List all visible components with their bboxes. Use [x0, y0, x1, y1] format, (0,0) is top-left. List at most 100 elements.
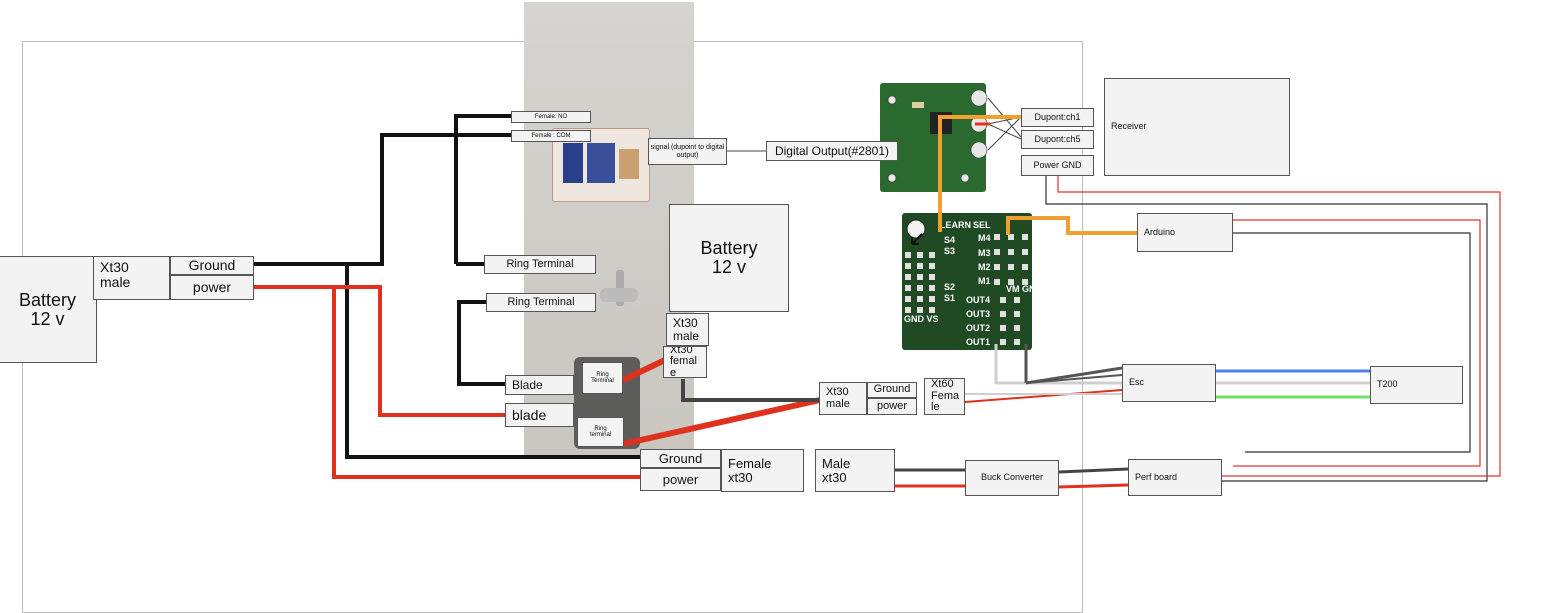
xt60-female: Xt60 Fema le [924, 378, 965, 415]
mux-pin-29 [1022, 279, 1028, 285]
rc-board-pads [887, 89, 988, 183]
mux-label-m4: M4 [978, 233, 991, 243]
receiver-box: Receiver [1104, 78, 1290, 176]
mux-label-out2: OUT2 [966, 323, 990, 333]
ground-bottom: Ground [640, 449, 721, 468]
thin-power-receiver [1057, 176, 1501, 477]
xt30-male-mid: Xt30 male [666, 313, 709, 346]
power-left: power [170, 275, 254, 300]
ring-terminal-small-2: Ring terminal [577, 417, 624, 447]
rc-pad-3 [970, 141, 988, 159]
toggle-switch-image [596, 262, 646, 312]
mux-pin-32 [1000, 325, 1006, 331]
ground-wire-to-female-xt30 [345, 264, 640, 459]
rc-switch-board [880, 83, 986, 192]
xt60-power-to-esc [964, 389, 1123, 403]
power-esc: power [867, 398, 917, 415]
perf-board: Perf board [1128, 459, 1222, 496]
mux-arrow-icon [911, 233, 923, 245]
buck-wires [895, 467, 1129, 489]
relay-board-image [552, 128, 650, 202]
mux-pin-15 [929, 285, 935, 291]
male-xt30: Male xt30 [815, 449, 895, 492]
mux-pin-22 [1008, 234, 1014, 240]
mux-pin-31 [1000, 311, 1006, 317]
battery-left: Battery 12 v [0, 256, 97, 363]
female-no-label: Female: NO [511, 111, 591, 123]
buck-pwr-out [1058, 483, 1129, 489]
mux-pin-16 [929, 296, 935, 302]
mux-pin-4 [905, 296, 911, 302]
blade-label-2: blade [505, 403, 574, 427]
mux-white-wire [994, 344, 1122, 385]
buck-converter: Buck Converter [965, 460, 1059, 496]
mux-label-gnd-vs: GND VS [904, 314, 939, 324]
mux-label-out4: OUT4 [966, 295, 990, 305]
ground-wire-to-com [254, 133, 512, 266]
esc-box: Esc [1122, 364, 1216, 402]
mux-pin-25 [1008, 279, 1014, 285]
mux-label-s2: S2 [944, 282, 955, 292]
xt30-male-esc: Xt30 male [819, 382, 867, 415]
xt30-female-mid: Xt30 femal e [663, 346, 707, 378]
dupont-ch1: Dupont:ch1 [1021, 108, 1094, 127]
mux-pin-9 [917, 285, 923, 291]
mux-pin-7 [917, 263, 923, 269]
arduino-box: Arduino [1137, 213, 1233, 252]
ring-terminal-2: Ring Terminal [486, 293, 596, 312]
mux-pin-23 [1008, 249, 1014, 255]
rc-pad-1 [970, 89, 988, 107]
power-wire-ring-to-esc [622, 397, 821, 447]
power-wire-ring-to-xt30 [621, 357, 667, 383]
mux-label-sel: SEL [973, 220, 991, 230]
signal-label: signal (dupoint to digital output) [648, 138, 727, 165]
mux-pin-24 [1008, 264, 1014, 270]
mux-label-s4: S4 [944, 235, 955, 245]
rc-pad-6 [960, 173, 970, 183]
mux-pin-2 [905, 274, 911, 280]
mux-pin-28 [1022, 264, 1028, 270]
mux-pin-33 [1000, 339, 1006, 345]
orange-wire-to-arduino [1006, 216, 1137, 235]
female-com-label: Female : COM [511, 130, 591, 142]
mux-pin-35 [1014, 311, 1020, 317]
mux-pin-13 [929, 263, 935, 269]
dupont-ch5: Dupont:ch5 [1021, 130, 1094, 149]
esc-motor-wires [1216, 369, 1386, 399]
mux-pin-27 [1022, 249, 1028, 255]
rc-led [912, 102, 924, 108]
thin-power-arduino [1233, 219, 1481, 467]
mux-pin-21 [994, 279, 1000, 285]
mux-mount-hole [906, 219, 926, 239]
mux-grey-to-esc [1025, 366, 1123, 385]
thin-power-wires [1045, 176, 1501, 482]
mux-pin-5 [905, 307, 911, 313]
mux-pin-12 [929, 252, 935, 258]
orange-signal-wires [938, 115, 1137, 235]
mux-pin-6 [917, 252, 923, 258]
mux-pin-1 [905, 263, 911, 269]
rc-pad-4 [887, 95, 897, 105]
mux-pin-36 [1014, 325, 1020, 331]
mux-label-out1: OUT1 [966, 337, 990, 347]
mux-pins [905, 234, 1028, 345]
rc-pad-5 [887, 173, 897, 183]
buck-gnd-out [1058, 467, 1129, 474]
orange-wire-to-ch1 [938, 115, 1021, 232]
ground-esc: Ground [867, 382, 917, 398]
mux-pin-14 [929, 274, 935, 280]
ground-wire-ring-to-blade [457, 300, 505, 386]
digital-output-label: Digital Output(#2801) [766, 141, 898, 161]
mux-label-m1: M1 [978, 276, 991, 286]
ground-wire-to-no [454, 114, 512, 264]
pad3-to-ch1 [987, 116, 1022, 151]
mux-pin-18 [994, 234, 1000, 240]
mux-pin-8 [917, 274, 923, 280]
mux-label-s3: S3 [944, 246, 955, 256]
mux-pin-3 [905, 285, 911, 291]
battery-mid: Battery 12 v [669, 204, 789, 312]
xt30-male-left: Xt30 male [93, 256, 170, 300]
mux-pin-20 [994, 264, 1000, 270]
mux-label-vm-gnd: VM GND [1006, 284, 1043, 294]
mux-pin-11 [917, 307, 923, 313]
